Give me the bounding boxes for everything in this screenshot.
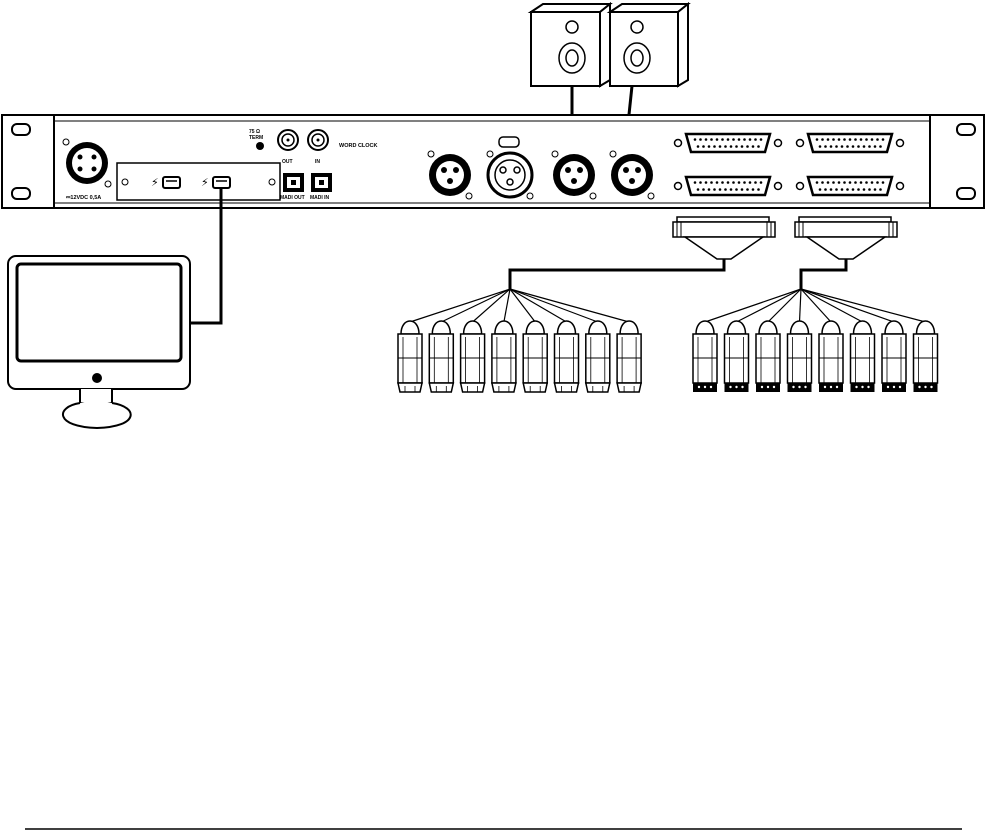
xlr-plug <box>490 320 517 393</box>
dsub-connectors <box>673 132 905 197</box>
xlr-breakout-plugs <box>397 288 939 393</box>
breakout-fan-wire <box>441 288 511 323</box>
madi-in-label: MADI IN <box>310 195 330 201</box>
xlr-male-monitor-right <box>609 150 655 200</box>
breakout-fan-wire <box>800 288 926 323</box>
rack-ear-hole <box>956 187 976 200</box>
dsub25-connector <box>673 175 783 197</box>
wc-in-label: IN <box>315 159 320 165</box>
thunderbolt-icon: ⚡ <box>201 177 209 189</box>
madi-in-port <box>311 173 332 192</box>
xlr-plug <box>755 320 781 392</box>
thunderbolt-cable <box>186 188 223 325</box>
xlr-plug <box>723 320 750 392</box>
breakout-fan-wire <box>509 288 599 323</box>
breakout-fan-wire <box>800 288 895 323</box>
xlr-plug <box>849 320 876 392</box>
termination-label-top: 75 Ω <box>249 129 260 135</box>
breakout-trunk-left <box>508 259 726 289</box>
breakout-fan-wire <box>503 288 511 323</box>
dsub-adapter-right <box>794 216 898 260</box>
power-connector <box>62 138 112 188</box>
studio-monitor-left <box>527 1 613 88</box>
thunderbolt-port-1 <box>162 176 181 189</box>
breakout-fan-wire <box>767 288 802 323</box>
rack-ear-hole <box>11 187 31 200</box>
power-button-icon <box>92 373 102 383</box>
wc-out-label: OUT <box>282 159 293 165</box>
xlr-female <box>486 136 534 200</box>
word-clock-label: WORD CLOCK <box>339 143 378 149</box>
studio-monitor-right <box>606 1 691 88</box>
thunderbolt-port-2 <box>212 176 231 189</box>
xlr-plug <box>692 320 718 392</box>
dsub25-connector <box>673 132 783 154</box>
xlr-plug <box>522 320 549 393</box>
power-label: ⎓12VDC 0,5A <box>66 195 101 201</box>
dsub25-connector <box>795 175 905 197</box>
madi-out-label: MADI OUT <box>280 195 305 201</box>
breakout-fan-wire <box>472 288 511 323</box>
rack-unit: ⎓12VDC 0,5A ⚡ ⚡ 75 Ω TERM OUT IN WORD CL… <box>1 114 985 209</box>
madi-out-port <box>283 173 304 192</box>
rack-ear-hole <box>956 123 976 136</box>
thunderbolt-icon: ⚡ <box>151 177 159 189</box>
breakout-fan-wire <box>736 288 802 323</box>
termination-switch <box>256 142 264 150</box>
xlr-male-1 <box>427 150 473 200</box>
xlr-plug <box>553 320 580 393</box>
xlr-plug <box>397 320 423 393</box>
termination-label-bottom: TERM <box>249 135 263 141</box>
xlr-male-monitor-left <box>551 150 597 200</box>
rack-ear-hole <box>11 123 31 136</box>
breakout-fan-wire <box>409 288 511 323</box>
xlr-plug <box>584 320 611 393</box>
thunderbolt-card <box>116 162 281 201</box>
xlr-plug <box>459 320 486 393</box>
xlr-plug <box>786 320 813 392</box>
dsub25-connector <box>795 132 905 154</box>
computer-monitor <box>7 255 191 430</box>
breakout-fan-wire <box>798 288 802 323</box>
breakout-fan-wire <box>704 288 802 323</box>
word-clock-in-bnc <box>307 129 329 151</box>
xlr-plug <box>818 320 844 392</box>
xlr-plug <box>912 320 939 392</box>
breakout-fan-wire <box>509 288 630 323</box>
xlr-plug <box>881 320 907 392</box>
xlr-plug <box>616 320 643 393</box>
breakout-fan-wire <box>509 288 536 323</box>
breakout-fan-wire <box>509 288 567 323</box>
xlr-plug <box>428 320 455 393</box>
breakout-trunk-right <box>799 259 848 289</box>
word-clock-out-bnc <box>277 129 299 151</box>
breakout-fan-wire <box>800 288 832 323</box>
breakout-fan-wire <box>800 288 863 323</box>
dsub-adapter-left <box>672 216 776 260</box>
